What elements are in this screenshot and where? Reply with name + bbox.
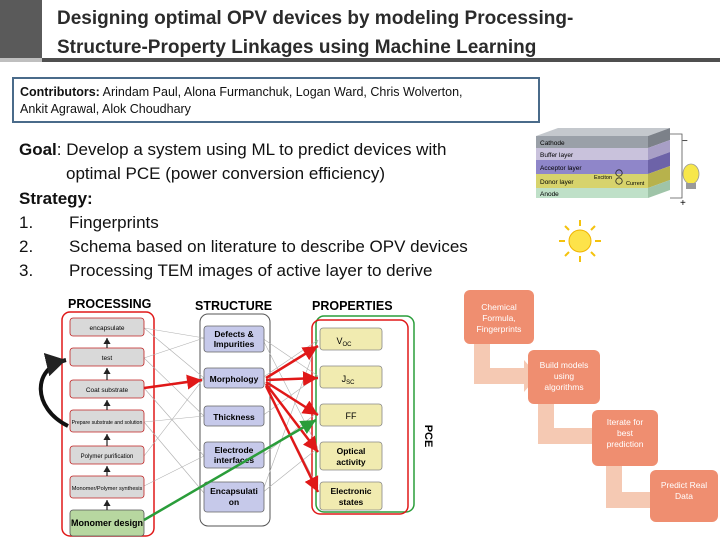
donor-side bbox=[648, 166, 670, 188]
light-bulb-icon bbox=[682, 163, 700, 189]
opv-device-illustration: Cathode Buffer layer Acceptor layer Dono… bbox=[536, 128, 700, 262]
exciton-label: Exciton bbox=[594, 175, 612, 181]
iteration-loop-arrow bbox=[38, 352, 69, 428]
title-line-2: Structure-Property Linkages using Machin… bbox=[57, 37, 537, 58]
processing-header: PROCESSING bbox=[68, 297, 151, 311]
processing-boxes: encapsulate test Coat substrate Prepare … bbox=[69, 317, 145, 537]
contributors-box: Contributors: Arindam Paul, Alona Furman… bbox=[12, 77, 540, 123]
anode-side bbox=[648, 180, 670, 198]
donor-label: Donor layer bbox=[540, 179, 574, 186]
circuit-wire bbox=[670, 133, 683, 199]
sun-icon bbox=[559, 220, 601, 262]
goal-label: Goal bbox=[19, 140, 57, 159]
contributors-label: Contributors: bbox=[20, 85, 100, 99]
layer-anode bbox=[536, 188, 648, 198]
device-top-face bbox=[536, 128, 670, 136]
current-label: Current bbox=[626, 181, 645, 187]
layer-cathode bbox=[536, 136, 648, 148]
workflow-connectors bbox=[474, 344, 664, 516]
strategy-item-3: 3.Processing TEM images of active layer … bbox=[19, 261, 433, 281]
pspl-diagram: PROCESSING STRUCTURE PROPERTIES encapsul… bbox=[38, 297, 434, 537]
workflow-step-1 bbox=[464, 290, 534, 344]
strategy-item-2: 2.Schema based on literature to describe… bbox=[19, 237, 468, 257]
properties-header: PROPERTIES bbox=[312, 299, 393, 313]
workflow-step-4 bbox=[650, 470, 718, 522]
slide-title: Designing optimal OPV devices by modelin… bbox=[57, 4, 697, 62]
title-accent-bar bbox=[0, 0, 42, 62]
plus-sign: + bbox=[680, 198, 686, 209]
contributors-names-2: Ankit Agrawal, Alok Choudhary bbox=[20, 102, 191, 116]
workflow-step-2 bbox=[528, 350, 600, 404]
anode-label: Anode bbox=[540, 191, 559, 198]
title-rule bbox=[42, 58, 720, 62]
cathode-label: Cathode bbox=[540, 140, 565, 147]
structure-header: STRUCTURE bbox=[195, 299, 272, 313]
workflow-step-3 bbox=[592, 410, 658, 466]
strategy-label: Strategy: bbox=[19, 188, 93, 208]
layer-acceptor bbox=[536, 160, 648, 174]
goal-section: Goal: Develop a system using ML to predi… bbox=[19, 138, 519, 284]
electron-icon bbox=[615, 169, 623, 177]
title-rule-left bbox=[0, 58, 42, 62]
processing-item-test: test bbox=[102, 355, 113, 362]
goal-text-2: optimal PCE (power conversion efficiency… bbox=[66, 164, 386, 184]
hole-icon bbox=[615, 177, 623, 185]
acceptor-side bbox=[648, 152, 670, 174]
layer-buffer bbox=[536, 148, 648, 160]
structure-boxes: Defects &Impurities Morphology Thickness… bbox=[203, 325, 265, 513]
pce-label: PCE bbox=[422, 425, 434, 448]
processing-item-purification: Polymer purification bbox=[81, 454, 134, 460]
processing-item-synthesis: Monomer/Polymer synthesis bbox=[72, 486, 143, 492]
processing-item-encapsulate: encapsulate bbox=[89, 325, 124, 332]
contributors-names-1: Arindam Paul, Alona Furmanchuk, Logan Wa… bbox=[99, 85, 463, 99]
processing-item-prepare: Prepare substrate and solution bbox=[72, 420, 143, 426]
buffer-side bbox=[648, 140, 670, 160]
acceptor-label: Acceptor layer bbox=[540, 165, 582, 172]
red-linkage-arrows bbox=[143, 344, 320, 493]
minus-sign: − bbox=[682, 136, 688, 147]
structure-item-morphology: Morphology bbox=[210, 374, 259, 384]
buffer-label: Buffer layer bbox=[540, 152, 574, 159]
cathode-side bbox=[648, 128, 670, 148]
processing-item-coat: Coat substrate bbox=[86, 387, 129, 394]
strategy-item-1: 1.Fingerprints bbox=[19, 212, 159, 232]
layer-donor bbox=[536, 174, 648, 188]
goal-text-1: : Develop a system using ML to predict d… bbox=[56, 140, 447, 159]
processing-item-monomer-design: Monomer design bbox=[71, 518, 143, 528]
green-linkage-arrow bbox=[143, 418, 317, 522]
structure-column-outline bbox=[199, 313, 271, 527]
title-line-1: Designing optimal OPV devices by modelin… bbox=[57, 8, 574, 29]
property-ff: FF bbox=[346, 411, 357, 421]
structure-item-thickness: Thickness bbox=[213, 412, 255, 422]
structure-item-defects: Defects &Impurities bbox=[214, 329, 255, 349]
